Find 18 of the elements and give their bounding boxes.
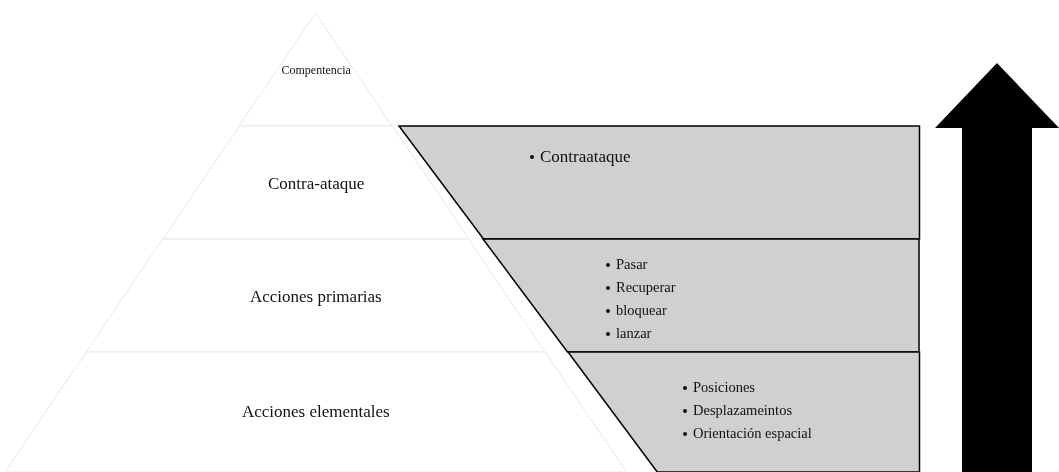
list-item: Posiciones — [693, 379, 755, 397]
pyramid-level — [163, 126, 469, 239]
list-item: Pasar — [616, 256, 648, 274]
content-panel — [483, 239, 919, 352]
content-panel — [567, 352, 919, 472]
list-item: lanzar — [616, 325, 652, 343]
pyramid-level — [5, 352, 627, 472]
list-item: Recuperar — [616, 279, 676, 297]
list-item: Orientación espacial — [693, 425, 812, 443]
list-item: Contraataque — [540, 147, 631, 168]
level-label: Acciones primarias — [250, 288, 382, 305]
level-label: Compentencia — [281, 64, 351, 76]
level-label: Acciones elementales — [242, 403, 390, 420]
list-item: bloquear — [616, 302, 667, 320]
pyramid-level — [86, 239, 546, 352]
level-label: Contra-ataque — [268, 175, 365, 192]
content-panel — [398, 126, 919, 239]
list-item: Desplazameintos — [693, 402, 793, 420]
